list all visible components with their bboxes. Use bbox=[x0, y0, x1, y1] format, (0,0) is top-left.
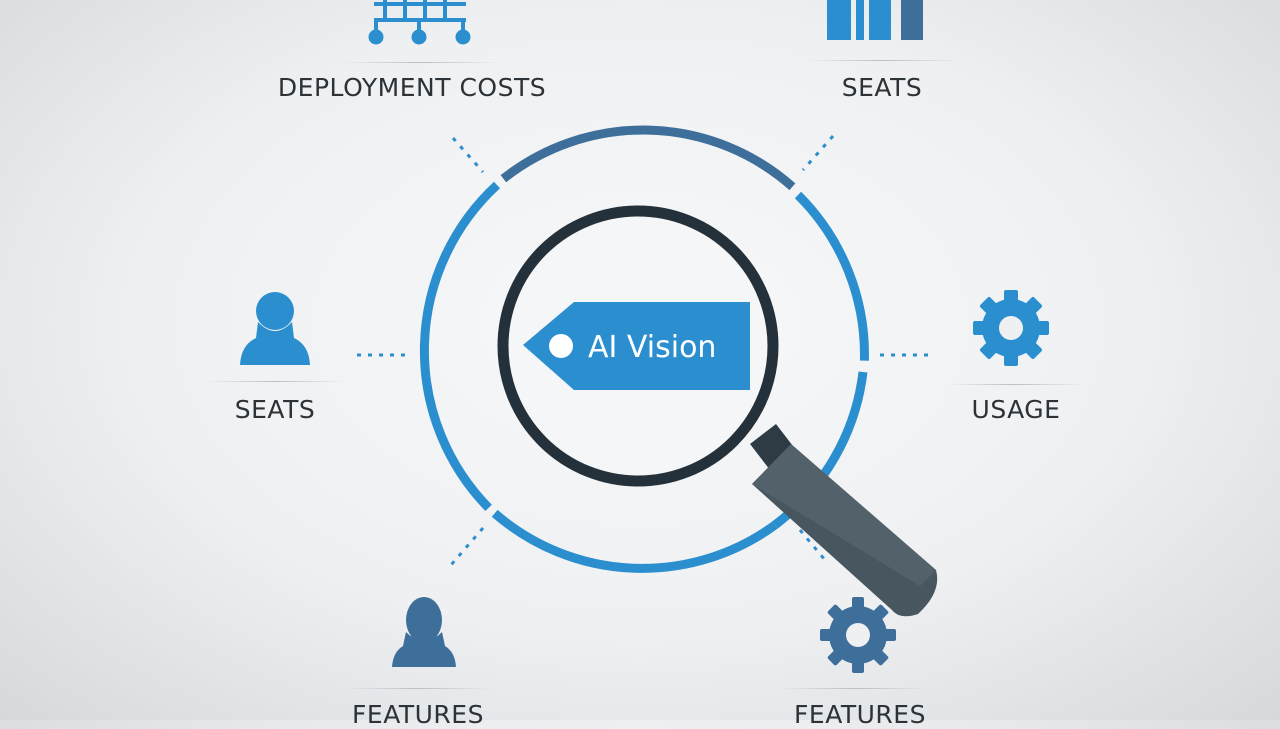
ring-segment-bottom bbox=[491, 509, 778, 573]
node-label-usage: USAGE bbox=[971, 395, 1061, 424]
ring-segment-upper-right bbox=[794, 191, 869, 361]
person-icon bbox=[240, 292, 310, 365]
connector-top-left bbox=[451, 137, 485, 173]
ai-vision-label: AI Vision bbox=[588, 330, 717, 365]
person-icon bbox=[392, 597, 456, 667]
node-label-features-right: FEATURES bbox=[794, 700, 926, 729]
gear-icon bbox=[820, 597, 896, 673]
node-label-seats-left: SEATS bbox=[234, 395, 316, 424]
network-icon bbox=[368, 0, 471, 45]
ring-segment-left bbox=[419, 181, 501, 512]
bar-chart-icon bbox=[827, 0, 923, 40]
ring-segment-top bbox=[500, 125, 796, 191]
ai-vision-tag bbox=[523, 302, 750, 390]
divider bbox=[345, 688, 490, 689]
node-label-features-left: FEATURES bbox=[352, 700, 484, 729]
magnifier-handle bbox=[750, 424, 938, 617]
divider bbox=[205, 381, 345, 382]
connectors bbox=[357, 135, 930, 566]
connector-top-right bbox=[801, 135, 835, 171]
node-label-deployment-costs: DEPLOYMENT COSTS bbox=[277, 73, 547, 102]
gear-icon bbox=[973, 290, 1049, 366]
divider bbox=[780, 688, 930, 689]
outer-ring bbox=[419, 125, 869, 573]
connector-bottom-left bbox=[449, 527, 485, 566]
divider bbox=[945, 384, 1085, 385]
divider bbox=[340, 62, 500, 63]
node-label-seats-top: SEATS bbox=[841, 73, 923, 102]
divider bbox=[805, 60, 960, 61]
